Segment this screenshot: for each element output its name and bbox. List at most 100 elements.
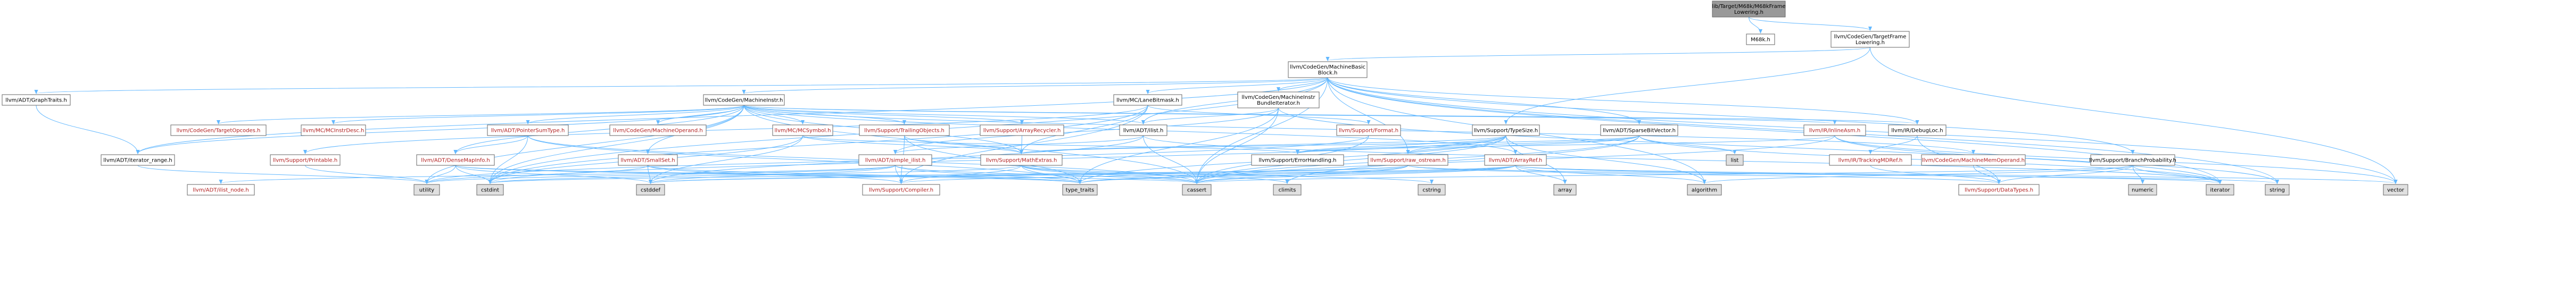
edge-mathextras-to-climits <box>1021 165 1288 183</box>
edge-lanebitmask-to-cstdint <box>490 105 1148 183</box>
node-machineoperand[interactable]: llvm/CodeGen/MachineOperand.h <box>609 124 707 136</box>
node-mcinstrdesc[interactable]: llvm/MC/MCInstrDesc.h <box>301 124 366 136</box>
edge-machinememop-to-datatypes <box>1973 165 1999 183</box>
edge-mbb-to-branchprob <box>1327 77 2133 154</box>
node-ilistnode[interactable]: llvm/ADT/ilist_node.h <box>187 184 255 196</box>
edge-mbb-to-iterator <box>1327 77 2220 183</box>
node-mathextras[interactable]: llvm/Support/MathExtras.h <box>980 154 1063 166</box>
node-label-mi-0: llvm/CodeGen/MachineInstr.h <box>705 98 783 104</box>
node-label-tfl-0: llvm/CodeGen/TargetFrame <box>1834 34 1907 40</box>
node-trackingmdref[interactable]: llvm/IR/TrackingMDRef.h <box>1829 154 1912 166</box>
node-box-machinememop <box>1921 154 2026 166</box>
node-box-lanebitmask <box>1113 94 1182 106</box>
node-datatypes[interactable]: llvm/Support/DataTypes.h <box>1958 184 2040 196</box>
node-box-mi <box>703 94 785 106</box>
edge-mbb-to-debugloc <box>1327 77 1917 124</box>
edge-arrayref-to-array <box>1515 165 1565 183</box>
node-smallset[interactable]: llvm/ADT/SmallSet.h <box>618 154 678 166</box>
node-arrayrecycler[interactable]: llvm/Support/ArrayRecycler.h <box>980 124 1064 136</box>
edge-mi-to-cassert <box>743 105 1197 183</box>
node-box-pointersumtype <box>487 124 569 136</box>
node-m68k[interactable]: M68k.h <box>1746 33 1775 45</box>
node-mibundle[interactable]: llvm/CodeGen/MachineInstrBundleIterator.… <box>1237 91 1320 108</box>
node-simpleilist[interactable]: llvm/ADT/simple_ilist.h <box>858 154 932 166</box>
node-ilist[interactable]: llvm/ADT/ilist.h <box>1119 124 1167 136</box>
node-debugloc[interactable]: llvm/IR/DebugLoc.h <box>1888 124 1947 136</box>
node-numeric: numeric <box>2128 184 2157 196</box>
node-box-branchprob <box>2090 154 2175 166</box>
node-label-datatypes-0: llvm/Support/DataTypes.h <box>1965 188 2033 194</box>
node-trailingobjects[interactable]: llvm/Support/TrailingObjects.h <box>859 124 950 136</box>
node-box-mibundle <box>1237 91 1320 108</box>
node-format[interactable]: llvm/Support/Format.h <box>1336 124 1401 136</box>
node-box-compiler <box>862 184 940 196</box>
node-cstdint: cstdint <box>476 184 504 196</box>
node-compiler[interactable]: llvm/Support/Compiler.h <box>862 184 940 196</box>
node-box-arrayref <box>1484 154 1547 166</box>
node-label-climits-0: climits <box>1279 188 1296 194</box>
node-lanebitmask[interactable]: llvm/MC/LaneBitmask.h <box>1113 94 1182 106</box>
node-box-list <box>1726 154 1744 166</box>
edge-mbb-to-sparsebv <box>1327 77 1639 124</box>
node-label-densemapinfo-0: llvm/ADT/DenseMapInfo.h <box>421 158 490 164</box>
node-box-trailingobjects <box>859 124 950 136</box>
node-box-datatypes <box>1958 184 2040 196</box>
edge-rawostream-to-cstdint <box>490 165 1409 183</box>
node-box-printable <box>270 154 341 166</box>
node-errorhandling[interactable]: llvm/Support/ErrorHandling.h <box>1251 154 1344 166</box>
node-machinememop[interactable]: llvm/CodeGen/MachineMemOperand.h <box>1921 154 2026 166</box>
edge-tfl-to-vector <box>1870 47 2396 183</box>
node-box-cstring <box>1418 184 1446 196</box>
node-densemapinfo[interactable]: llvm/ADT/DenseMapInfo.h <box>416 154 495 166</box>
node-label-string-0: string <box>2269 188 2285 194</box>
node-box-utility <box>413 184 440 196</box>
node-box-cstdint <box>476 184 504 196</box>
node-iteratorrange[interactable]: llvm/ADT/iterator_range.h <box>101 154 175 166</box>
edge-lanebitmask-to-format <box>1147 105 1369 124</box>
node-label-ilistnode-0: llvm/ADT/ilist_node.h <box>193 188 249 194</box>
edge-lanebitmask-to-mathextras <box>1022 105 1148 154</box>
node-mcsymbol[interactable]: llvm/MC/MCSymbol.h <box>772 124 833 136</box>
node-sparsebv[interactable]: llvm/ADT/SparseBitVector.h <box>1600 124 1678 136</box>
node-rawostream[interactable]: llvm/Support/raw_ostream.h <box>1368 154 1448 166</box>
edge-mi-to-mcinstrdesc <box>334 105 744 124</box>
edge-typesize-to-algorithm <box>1505 135 1704 183</box>
node-box-mbb <box>1288 61 1368 78</box>
edge-branchprob-to-algorithm <box>1704 165 2133 183</box>
node-label-iterator-0: iterator <box>2210 188 2230 194</box>
edge-mathextras-to-cstring <box>1021 165 1432 183</box>
node-box-ilistnode <box>187 184 255 196</box>
node-label-trackingmdref-0: llvm/IR/TrackingMDRef.h <box>1838 158 1903 164</box>
node-label-numeric-0: numeric <box>2132 188 2153 194</box>
edge-mathextras-to-cassert <box>1021 165 1197 183</box>
node-mi[interactable]: llvm/CodeGen/MachineInstr.h <box>703 94 785 106</box>
node-box-numeric <box>2128 184 2157 196</box>
node-label-machinememop-0: llvm/CodeGen/MachineMemOperand.h <box>1922 158 2025 164</box>
node-graphtraits[interactable]: llvm/ADT/GraphTraits.h <box>2 94 71 106</box>
edge-inlineasm-to-string <box>1834 135 2277 183</box>
node-inlineasm[interactable]: llvm/IR/InlineAsm.h <box>1803 124 1866 136</box>
node-targetopcodes[interactable]: llvm/CodeGen/TargetOpcodes.h <box>170 124 267 136</box>
node-pointersumtype[interactable]: llvm/ADT/PointerSumType.h <box>487 124 569 136</box>
edge-mibundle-to-ilist <box>1144 107 1279 124</box>
edge-mi-to-arrayrecycler <box>743 105 1022 124</box>
node-branchprob[interactable]: llvm/Support/BranchProbability.h <box>2089 154 2176 166</box>
node-label-array-0: array <box>1558 188 1572 194</box>
node-typesize[interactable]: llvm/Support/TypeSize.h <box>1472 124 1540 136</box>
node-arrayref[interactable]: llvm/ADT/ArrayRef.h <box>1484 154 1547 166</box>
edge-ilist-to-iterator <box>1143 135 2221 183</box>
edge-mbb-to-string <box>1327 77 2277 183</box>
node-box-targetopcodes <box>170 124 267 136</box>
node-label-smallset-0: llvm/ADT/SmallSet.h <box>620 158 675 164</box>
node-box-m68k <box>1746 33 1775 45</box>
edge-tfl-to-mbb <box>1328 47 1870 61</box>
node-label-algorithm-0: algorithm <box>1692 188 1717 194</box>
edge-pointersumtype-to-cstdint <box>490 135 528 183</box>
edge-arrayref-to-typetraits <box>1080 165 1516 183</box>
node-label-tfl-1: Lowering.h <box>1856 40 1885 46</box>
node-printable[interactable]: llvm/Support/Printable.h <box>270 154 341 166</box>
node-box-tfl <box>1830 31 1910 48</box>
